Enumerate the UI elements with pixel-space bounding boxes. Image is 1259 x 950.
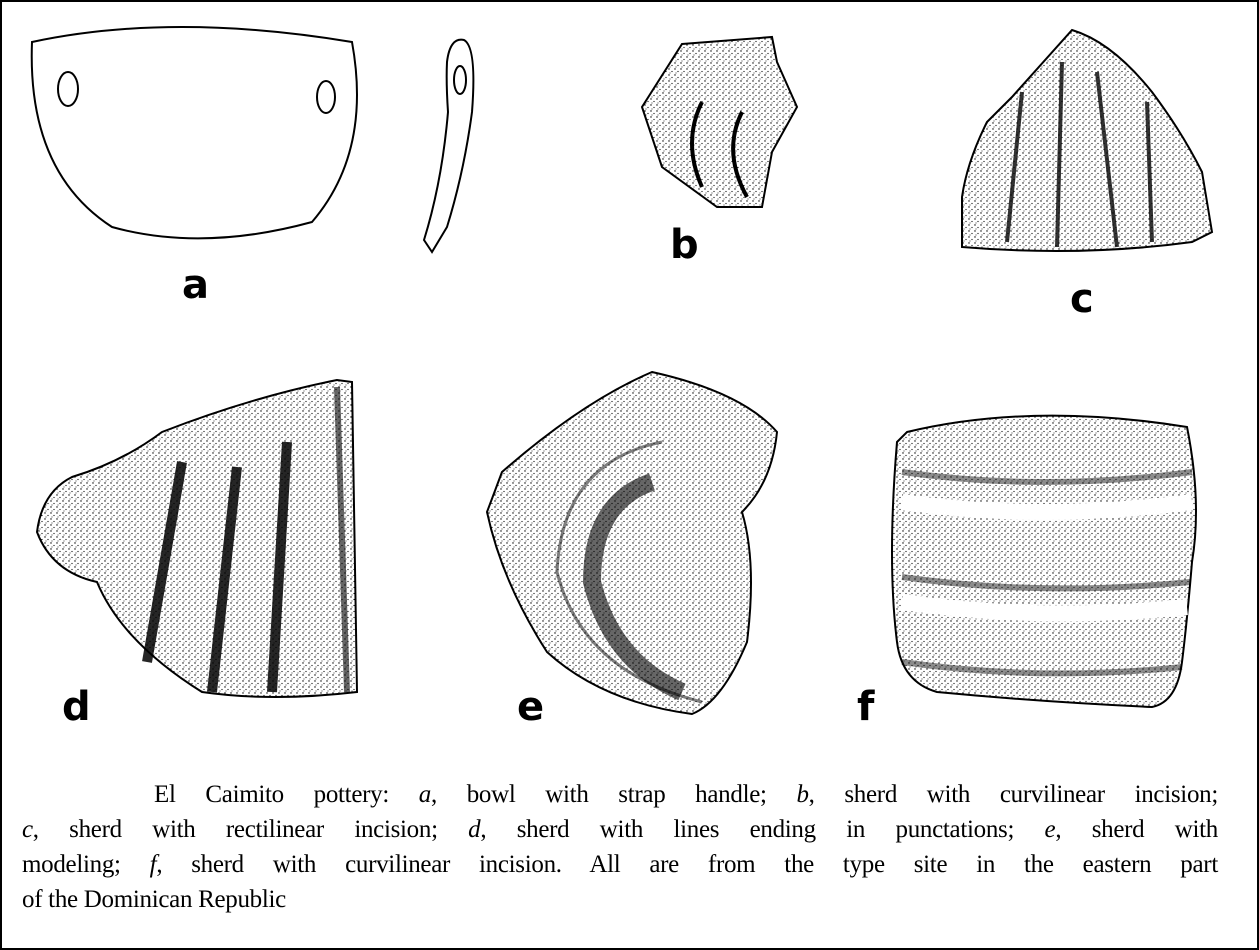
- caption-text: of the Dominican Republic: [22, 886, 286, 913]
- caption-letter: c: [22, 816, 33, 843]
- caption-text: , sherd with curvilinear incision. All a…: [156, 851, 1218, 878]
- handle-profile-drawing: [422, 38, 475, 254]
- sherd-drawing-b: [640, 35, 799, 208]
- caption-line: of the Dominican Republic: [22, 882, 1218, 917]
- caption-text: El Caimito pottery:: [154, 781, 419, 808]
- figure-label-c: c: [1070, 276, 1094, 322]
- caption-text: , sherd with rectilinear incision;: [32, 816, 469, 843]
- caption-letter: d: [468, 816, 481, 843]
- caption-line: c, sherd with rectilinear incision; d, s…: [22, 812, 1218, 847]
- sherd-drawing-c: [961, 28, 1214, 252]
- figure-caption: El Caimito pottery: a, bowl with strap h…: [22, 777, 1218, 917]
- caption-letter: b: [796, 781, 809, 808]
- caption-text: , sherd with curvilinear incision;: [808, 781, 1219, 808]
- caption-text: , bowl with strap handle;: [430, 781, 797, 808]
- caption-text: modeling;: [22, 851, 150, 878]
- caption-text: , sherd with lines ending in punctations…: [480, 816, 1045, 843]
- sherd-drawing-d: [35, 378, 359, 698]
- figure-label-a: a: [182, 262, 209, 308]
- figure-label-e: e: [517, 684, 544, 730]
- sherd-drawing-f: [891, 414, 1197, 709]
- caption-line: modeling; f, sherd with curvilinear inci…: [22, 847, 1218, 882]
- figure-label-b: b: [670, 222, 699, 268]
- figure-label-d: d: [62, 684, 91, 730]
- caption-letter: e: [1044, 816, 1056, 843]
- figure-label-f: f: [857, 684, 875, 730]
- bowl-drawing-a: [30, 26, 358, 240]
- sherd-drawing-e: [485, 370, 779, 716]
- caption-text: , sherd with: [1055, 816, 1219, 843]
- caption-line: El Caimito pottery: a, bowl with strap h…: [22, 777, 1218, 812]
- pottery-illustrations: a b c d e f: [30, 26, 1214, 730]
- caption-letter: f: [149, 851, 157, 878]
- caption-letter: a: [418, 781, 432, 808]
